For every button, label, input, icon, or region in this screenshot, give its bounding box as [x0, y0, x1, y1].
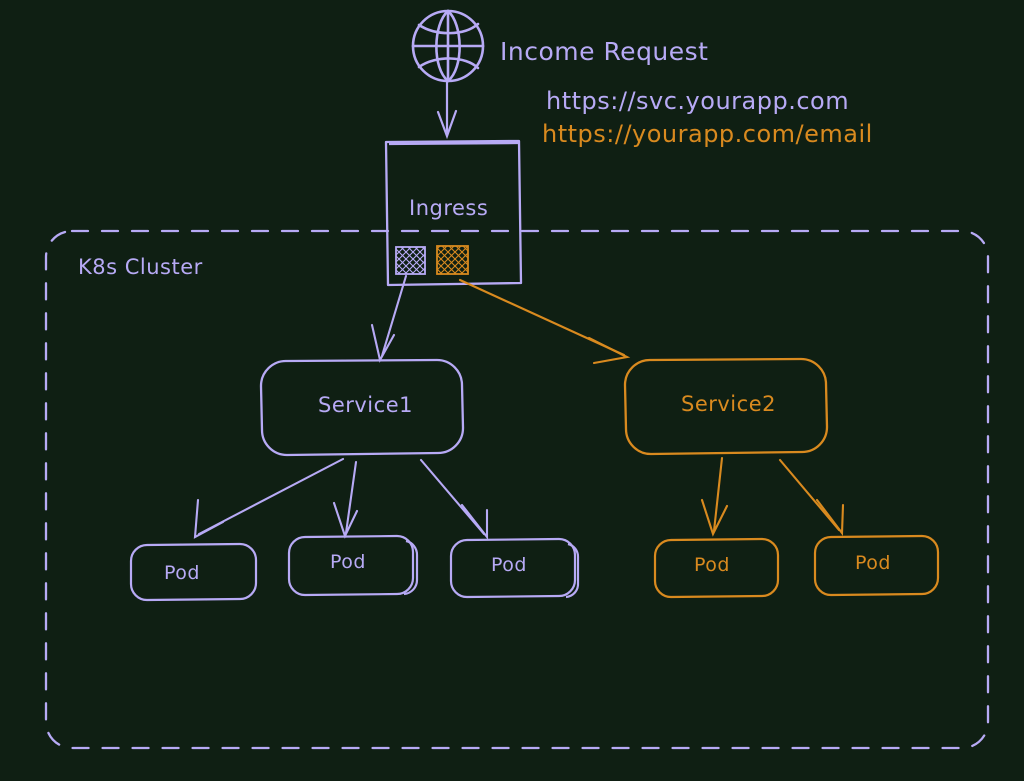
service1-box[interactable] — [259, 358, 465, 457]
arrow-service1-to-pod1 — [193, 457, 345, 539]
ingress-rule-purple[interactable] — [395, 246, 426, 275]
arrow-service1-to-pod2 — [332, 460, 359, 539]
service2-box[interactable] — [623, 357, 829, 456]
arrow-service1-to-pod3 — [419, 458, 489, 541]
ingress-box[interactable] — [384, 139, 523, 287]
arrow-service2-to-pod4 — [700, 456, 729, 537]
pod-box-1[interactable] — [129, 542, 258, 602]
arrow-globe-to-ingress — [436, 80, 458, 140]
arrow-ingress-to-service1 — [370, 274, 408, 363]
arrow-service2-to-pod5 — [778, 458, 845, 536]
k8s-cluster-boundary — [44, 229, 990, 750]
globe-icon — [411, 9, 485, 83]
pod-box-4[interactable] — [653, 537, 780, 599]
ingress-rule-orange[interactable] — [436, 245, 469, 275]
pod-box-3[interactable] — [449, 537, 580, 599]
pod-box-2[interactable] — [287, 534, 419, 597]
pod-box-5[interactable] — [813, 534, 940, 597]
arrow-ingress-to-service2 — [458, 278, 631, 365]
